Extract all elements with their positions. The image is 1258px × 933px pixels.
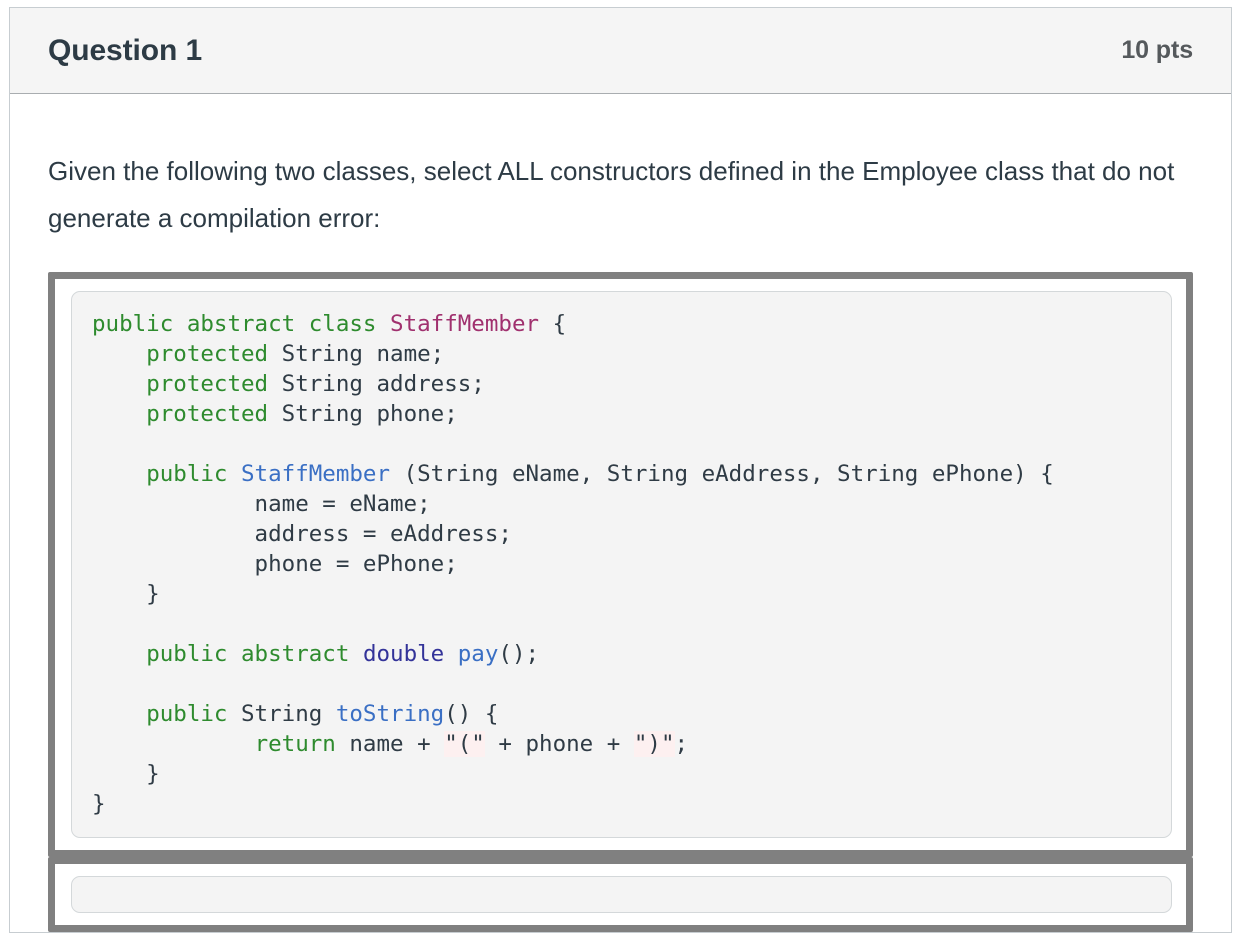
code-token: () { (444, 701, 499, 727)
code-token: public (146, 641, 228, 667)
code-token: String name; (268, 341, 445, 367)
code-block-employee (71, 876, 1172, 913)
code-token: class (308, 311, 377, 337)
code-wrapper-staffmember: public abstract class StaffMember { prot… (48, 272, 1193, 857)
code-token: { (539, 311, 567, 337)
code-token (227, 461, 241, 487)
code-token: (); (498, 641, 540, 667)
code-token: ; (674, 731, 689, 757)
code-token: ")" (633, 731, 675, 757)
code-token (444, 641, 458, 667)
code-token (92, 401, 146, 427)
question-body: Given the following two classes, select … (10, 94, 1231, 932)
code-token: abstract (241, 641, 350, 667)
code-token: public (146, 461, 228, 487)
code-token: String phone; (268, 401, 458, 427)
code-token: String address; (268, 371, 485, 397)
code-token (92, 341, 146, 367)
page-title: Question 1 (48, 33, 203, 67)
code-token (349, 641, 363, 667)
code-token (173, 311, 187, 337)
code-token: public (92, 311, 174, 337)
code-wrapper-employee (48, 857, 1193, 932)
code-token (92, 641, 146, 667)
code-token: + phone + (484, 731, 634, 757)
question-prompt-text: Given the following two classes, select … (48, 156, 1175, 233)
code-token: StaffMember (390, 311, 540, 337)
code-token: abstract (186, 311, 296, 337)
code-token: (String eName, String eAddress, String e… (390, 461, 1054, 487)
code-token: pay (457, 641, 499, 667)
code-token: public (146, 701, 228, 727)
code-token (92, 731, 255, 757)
question-points-badge: 10 pts (1121, 36, 1193, 64)
code-token: protected (146, 401, 269, 427)
code-token (227, 641, 241, 667)
code-token (92, 461, 146, 487)
code-token: name = eName; (92, 491, 431, 517)
question-header: Question 1 10 pts (10, 8, 1231, 94)
code-token: return (254, 731, 336, 757)
code-block-staffmember: public abstract class StaffMember { prot… (71, 291, 1172, 838)
code-token: } (92, 791, 106, 817)
code-token (376, 311, 390, 337)
code-token: String (227, 701, 336, 727)
code-token: } (92, 581, 160, 607)
code-token: "(" (444, 731, 485, 757)
code-token (92, 701, 146, 727)
code-token: double (362, 641, 445, 667)
code-token: StaffMember (241, 461, 391, 487)
code-token (295, 311, 309, 337)
code-token: toString (335, 701, 445, 727)
code-token: protected (146, 341, 269, 367)
code-token (92, 371, 146, 397)
code-token: phone = ePhone; (92, 551, 458, 577)
code-token: name + (335, 731, 445, 757)
code-token: address = eAddress; (92, 521, 512, 547)
code-token: } (92, 761, 160, 787)
question-card: Question 1 10 pts Given the following tw… (9, 7, 1232, 933)
code-token: protected (146, 371, 269, 397)
